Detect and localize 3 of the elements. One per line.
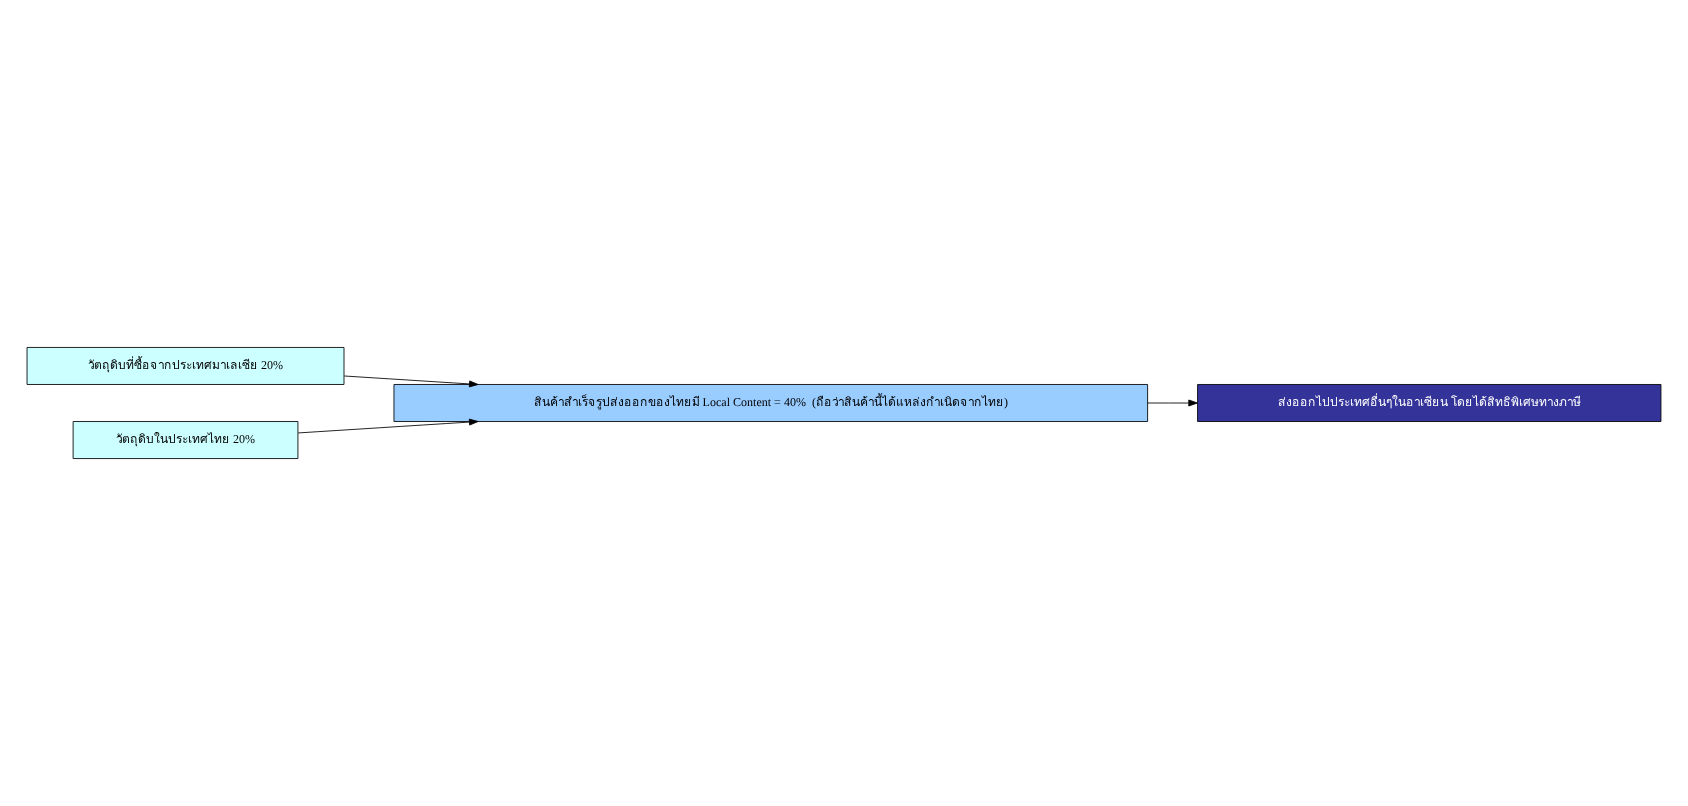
arrow bbox=[1147, 399, 1198, 407]
arrow bbox=[297, 418, 479, 434]
arrow bbox=[343, 375, 479, 388]
